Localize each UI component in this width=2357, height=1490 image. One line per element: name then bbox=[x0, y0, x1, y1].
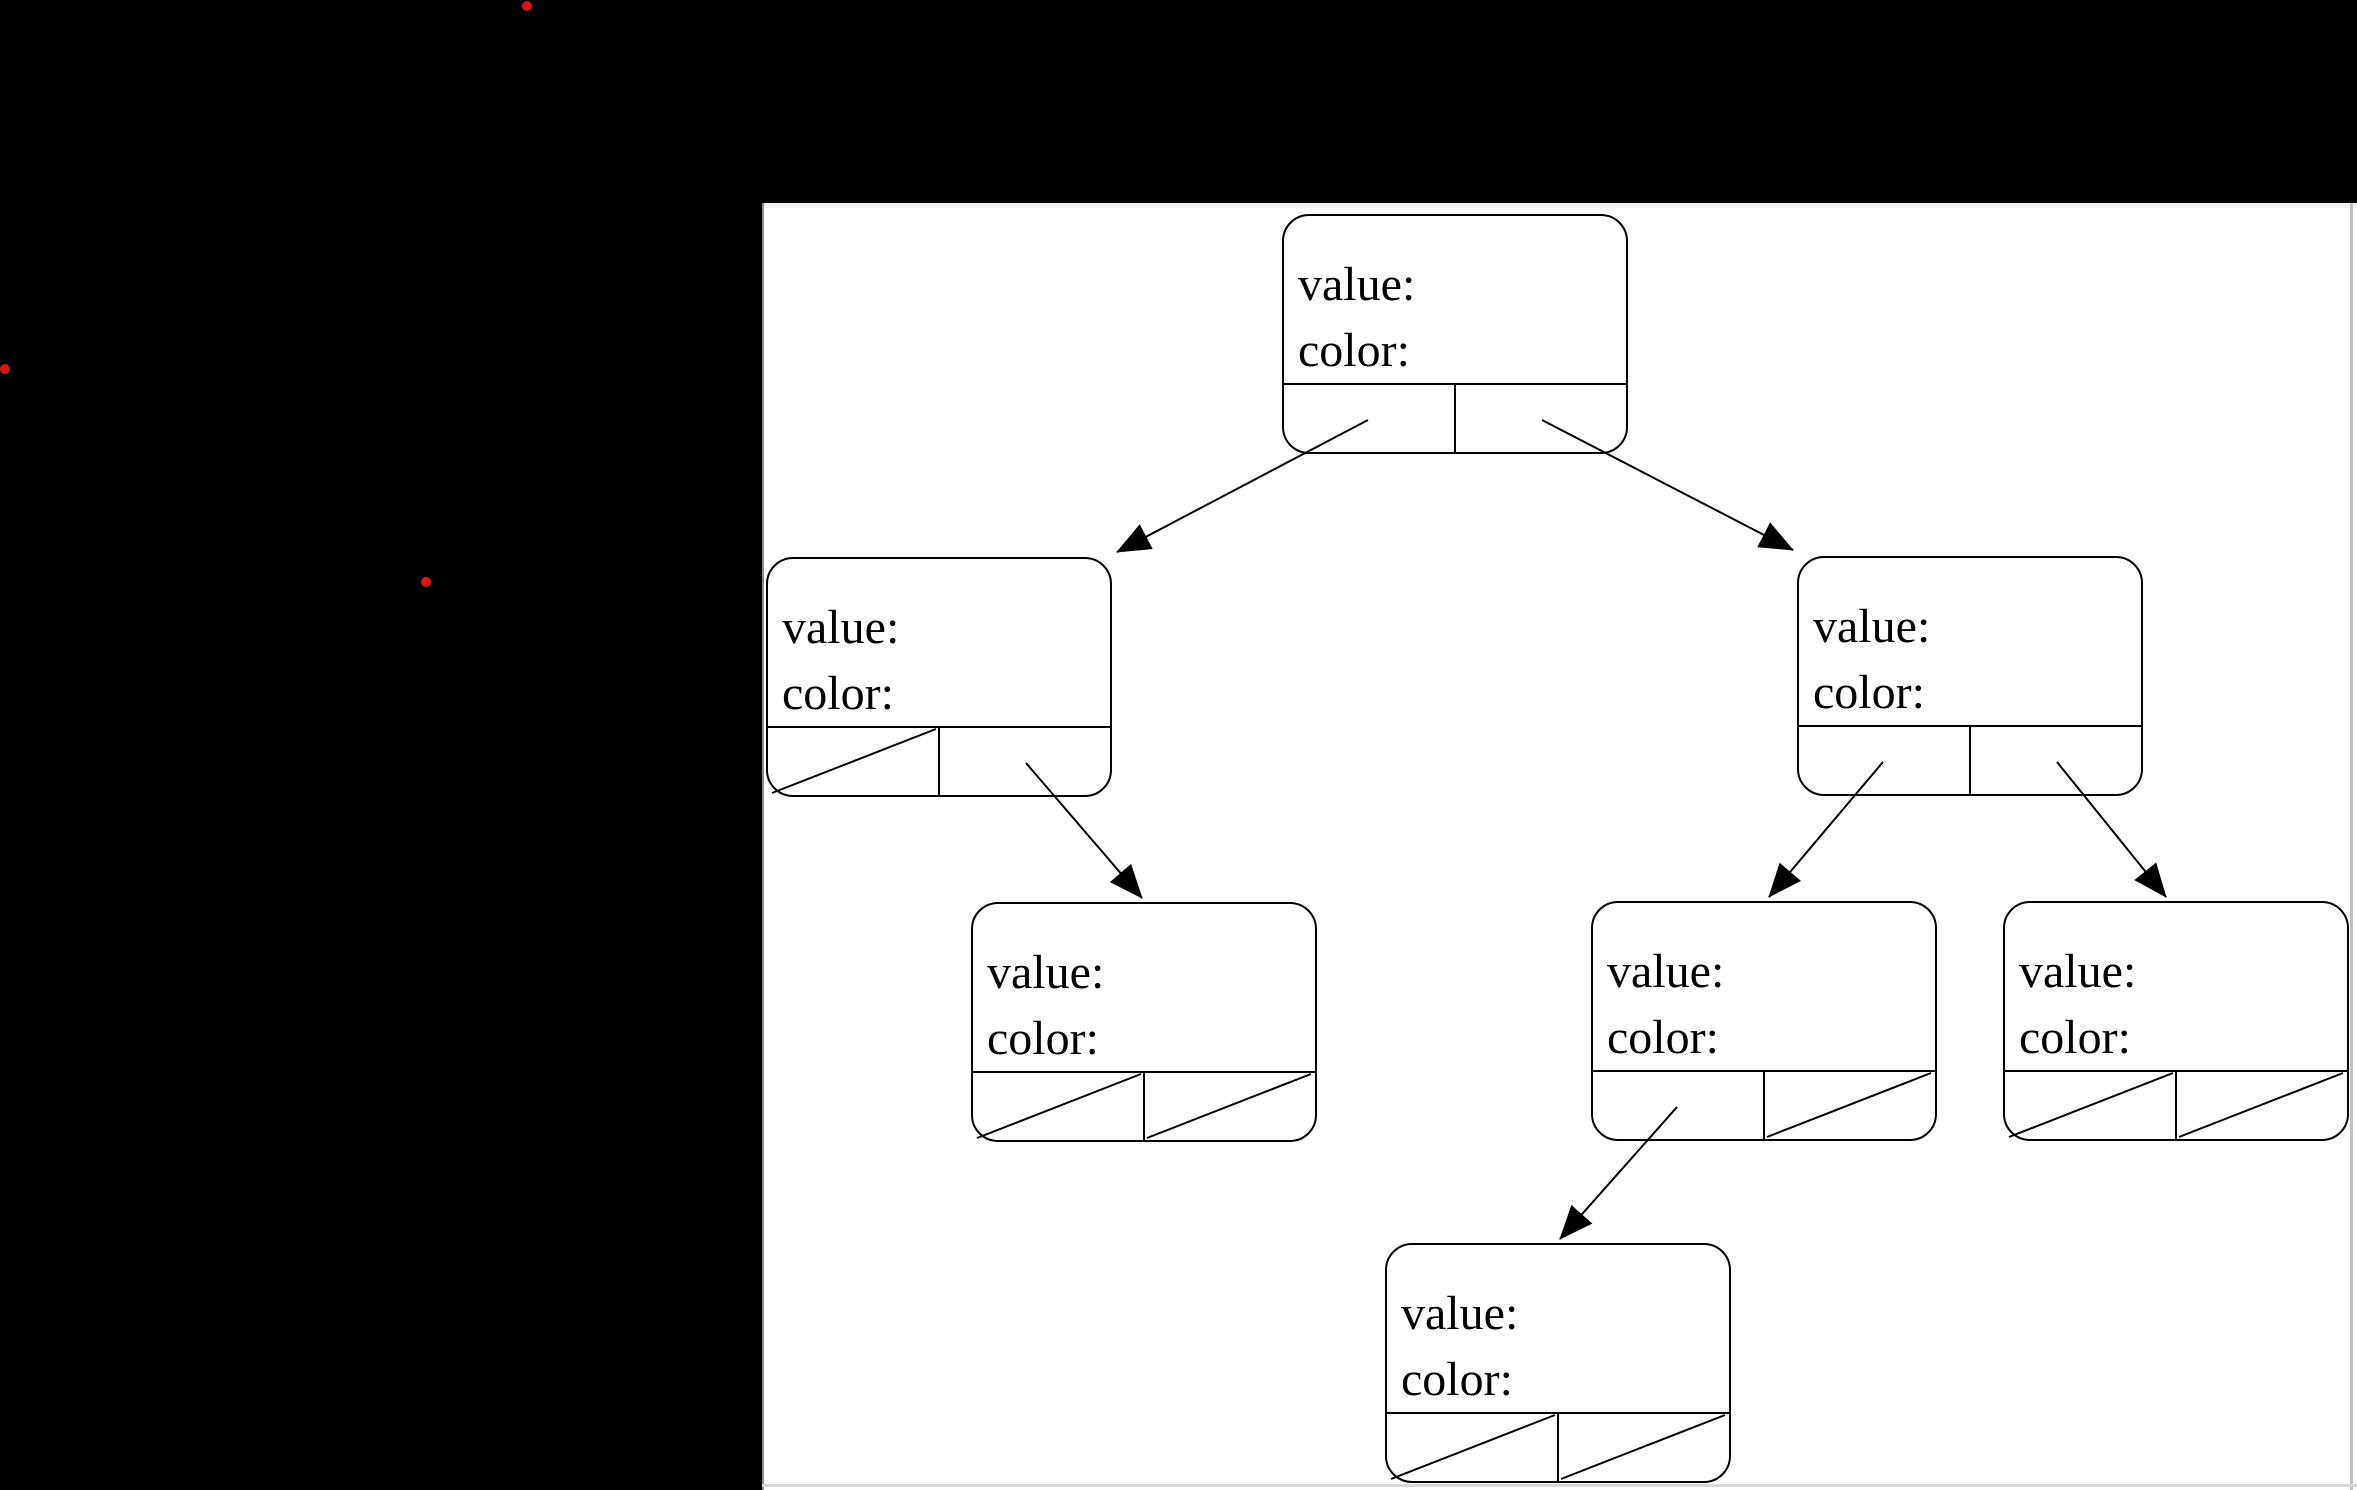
node-box bbox=[1385, 1243, 1731, 1483]
node-box bbox=[971, 902, 1317, 1142]
pointer-arrow-root-right bbox=[1541, 419, 1794, 551]
tree-edges-layer bbox=[1025, 419, 2167, 1240]
pointer-arrow-root-left bbox=[1116, 419, 1369, 553]
null-pointer-slash-right bbox=[2178, 1072, 2344, 1138]
null-pointer-slash-right bbox=[1766, 1072, 1932, 1138]
node-value-label: value: bbox=[1813, 600, 1930, 653]
node-box bbox=[1282, 214, 1628, 454]
pointer-arrow-right-right bbox=[2056, 761, 2167, 898]
node-box bbox=[1797, 556, 2143, 796]
tree-node-left: value: color: bbox=[766, 557, 1112, 797]
null-pointer-slash-left bbox=[1390, 1414, 1556, 1480]
node-value-label: value: bbox=[1607, 945, 1724, 998]
document-panel: value:color:value:color:value:color:valu… bbox=[762, 203, 2357, 1490]
red-dot-marker-1 bbox=[522, 1, 532, 11]
null-pointer-slash-left bbox=[771, 728, 937, 794]
node-color-label: color: bbox=[782, 667, 894, 720]
tree-node-right-right: value: color: bbox=[2003, 901, 2349, 1141]
node-value-label: value: bbox=[2019, 945, 2136, 998]
red-dot-marker-3 bbox=[421, 577, 431, 587]
node-color-label: color: bbox=[1401, 1353, 1513, 1406]
node-value-label: value: bbox=[782, 601, 899, 654]
node-value-label: value: bbox=[1401, 1287, 1518, 1340]
node-value-label: value: bbox=[987, 946, 1104, 999]
null-pointer-slash-right bbox=[1560, 1414, 1726, 1480]
panel-bottom-border bbox=[762, 1484, 2357, 1487]
null-pointer-slash-left bbox=[976, 1073, 1142, 1139]
pointer-arrow-right-left-left bbox=[1559, 1106, 1678, 1240]
null-pointer-slash-left bbox=[2008, 1072, 2174, 1138]
node-color-label: color: bbox=[1607, 1011, 1719, 1064]
binary-tree-diagram: value:color:value:color:value:color:valu… bbox=[766, 214, 2349, 1483]
node-color-label: color: bbox=[987, 1012, 1099, 1065]
red-dot-marker-2 bbox=[0, 364, 10, 374]
pointer-arrow-right-left bbox=[1768, 761, 1884, 898]
panel-right-border bbox=[2350, 203, 2353, 1490]
tree-node-left-right: value: color: bbox=[971, 902, 1317, 1142]
node-box bbox=[1591, 901, 1937, 1141]
tree-node-right-left: value: color: bbox=[1591, 901, 1937, 1141]
node-color-label: color: bbox=[1298, 324, 1410, 377]
node-value-label: value: bbox=[1298, 258, 1415, 311]
tree-node-right: value: color: bbox=[1797, 556, 2143, 796]
node-color-label: color: bbox=[2019, 1011, 2131, 1064]
panel-top-border bbox=[762, 203, 2357, 208]
panel-left-border bbox=[762, 203, 764, 1490]
node-box bbox=[2003, 901, 2349, 1141]
node-box bbox=[766, 557, 1112, 797]
tree-nodes-layer: value:color:value:color:value:color:valu… bbox=[766, 214, 2349, 1483]
pointer-arrow-left-right bbox=[1025, 762, 1143, 899]
null-pointer-slash-right bbox=[1146, 1073, 1312, 1139]
tree-node-right-left-left: value: color: bbox=[1385, 1243, 1731, 1483]
node-color-label: color: bbox=[1813, 666, 1925, 719]
tree-node-root: value: color: bbox=[1282, 214, 1628, 454]
